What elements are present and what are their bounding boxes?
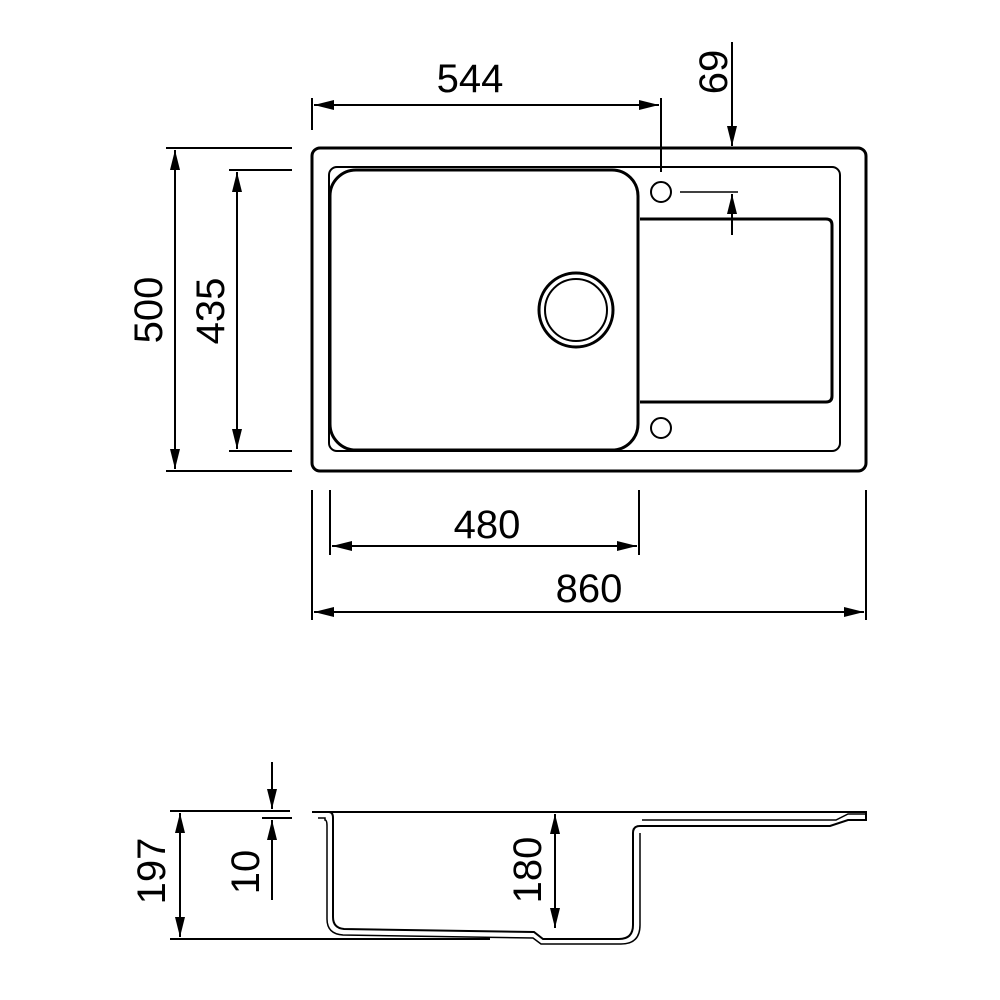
dimension-label-435: 435 [189,278,233,345]
dimension-label-500: 500 [127,277,171,344]
drain-inner-icon [544,278,608,342]
sink-outer-rim [310,146,868,473]
plan-view: 544 69 500 435 480 [127,42,868,620]
dimension-tap-hole-inset: 69 [680,42,738,235]
dimension-label-544: 544 [437,57,504,101]
drainer-area [640,217,834,404]
sink-inner-rim [328,166,841,452]
dimension-label-860: 860 [556,567,623,611]
tap-hole-bottom-icon [650,417,672,439]
dimension-label-197: 197 [130,838,174,905]
section-view: 197 10 180 [130,762,867,945]
bowl-outline [328,168,640,452]
sink-section-profile [312,811,867,940]
tap-hole-top-icon [650,181,672,203]
dimension-bowl-height: 180 [506,814,560,928]
dimension-bowl-depth: 435 [189,169,292,452]
dimension-label-180: 180 [506,837,550,904]
dimension-rim-thickness: 10 [224,762,292,900]
dimension-tap-hole-offset: 544 [311,57,662,172]
dimension-overall-depth: 500 [127,147,292,472]
drain-outer-icon [537,271,615,349]
drainer-lip [642,813,866,821]
dimension-label-480: 480 [454,503,521,547]
sink-section-inner-profile [318,817,641,945]
dimension-overall-width: 860 [311,490,867,620]
dimension-total-height: 197 [130,810,490,940]
dimension-bowl-width: 480 [329,490,640,555]
dimension-label-10: 10 [224,850,268,895]
dimension-label-69: 69 [692,50,736,95]
